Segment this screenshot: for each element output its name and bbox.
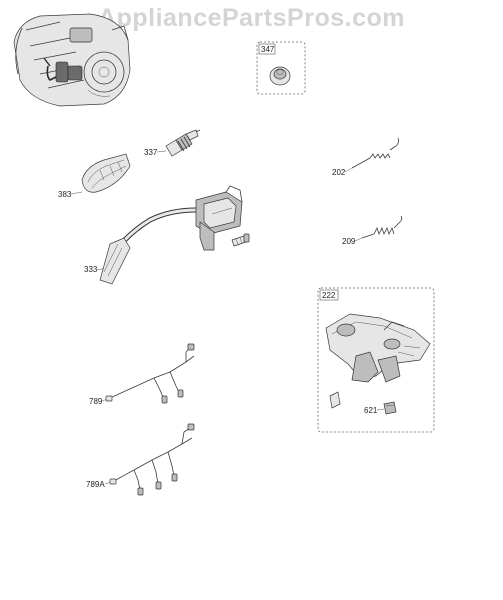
wire-harness-789-icon: [105, 343, 195, 404]
ignition-coil-on-engine: [43, 57, 83, 83]
part-label-333: 333: [84, 265, 98, 274]
spark-plug-337[interactable]: 337: [144, 129, 201, 157]
part-label-222: 222: [322, 291, 336, 300]
part-label-789A: 789A: [86, 480, 105, 489]
spring-202[interactable]: 202: [332, 137, 400, 177]
spring-202-icon: [351, 137, 400, 169]
screw-icon: [231, 233, 250, 247]
wire-harness-789A[interactable]: 789A: [86, 423, 195, 496]
box-347[interactable]: 347: [256, 41, 306, 95]
shield-icon: [81, 153, 131, 193]
ignition-coil-333[interactable]: 333: [84, 185, 250, 285]
spring-209[interactable]: 209: [342, 215, 403, 246]
part-label-337: 337: [144, 148, 158, 157]
clip-621[interactable]: 621: [364, 401, 397, 415]
ignition-coil-icon: [99, 185, 243, 285]
engine-illustration: [13, 13, 131, 107]
clip-621-icon: [383, 401, 397, 415]
part-label-789: 789: [89, 397, 103, 406]
shield-383[interactable]: 383: [58, 153, 131, 199]
boot-347-icon: [269, 66, 291, 86]
part-label-347: 347: [261, 45, 275, 54]
wire-harness-789[interactable]: 789: [89, 343, 195, 406]
control-bracket-icon: [325, 313, 431, 383]
spring-209-icon: [361, 215, 403, 239]
small-part-icon: [329, 391, 341, 409]
part-label-383: 383: [58, 190, 72, 199]
box-222[interactable]: 222 621: [317, 287, 435, 433]
spark-plug-icon: [165, 129, 201, 157]
part-label-209: 209: [342, 237, 356, 246]
wire-harness-789A-icon: [109, 423, 195, 496]
part-label-202: 202: [332, 168, 346, 177]
part-label-621: 621: [364, 406, 378, 415]
